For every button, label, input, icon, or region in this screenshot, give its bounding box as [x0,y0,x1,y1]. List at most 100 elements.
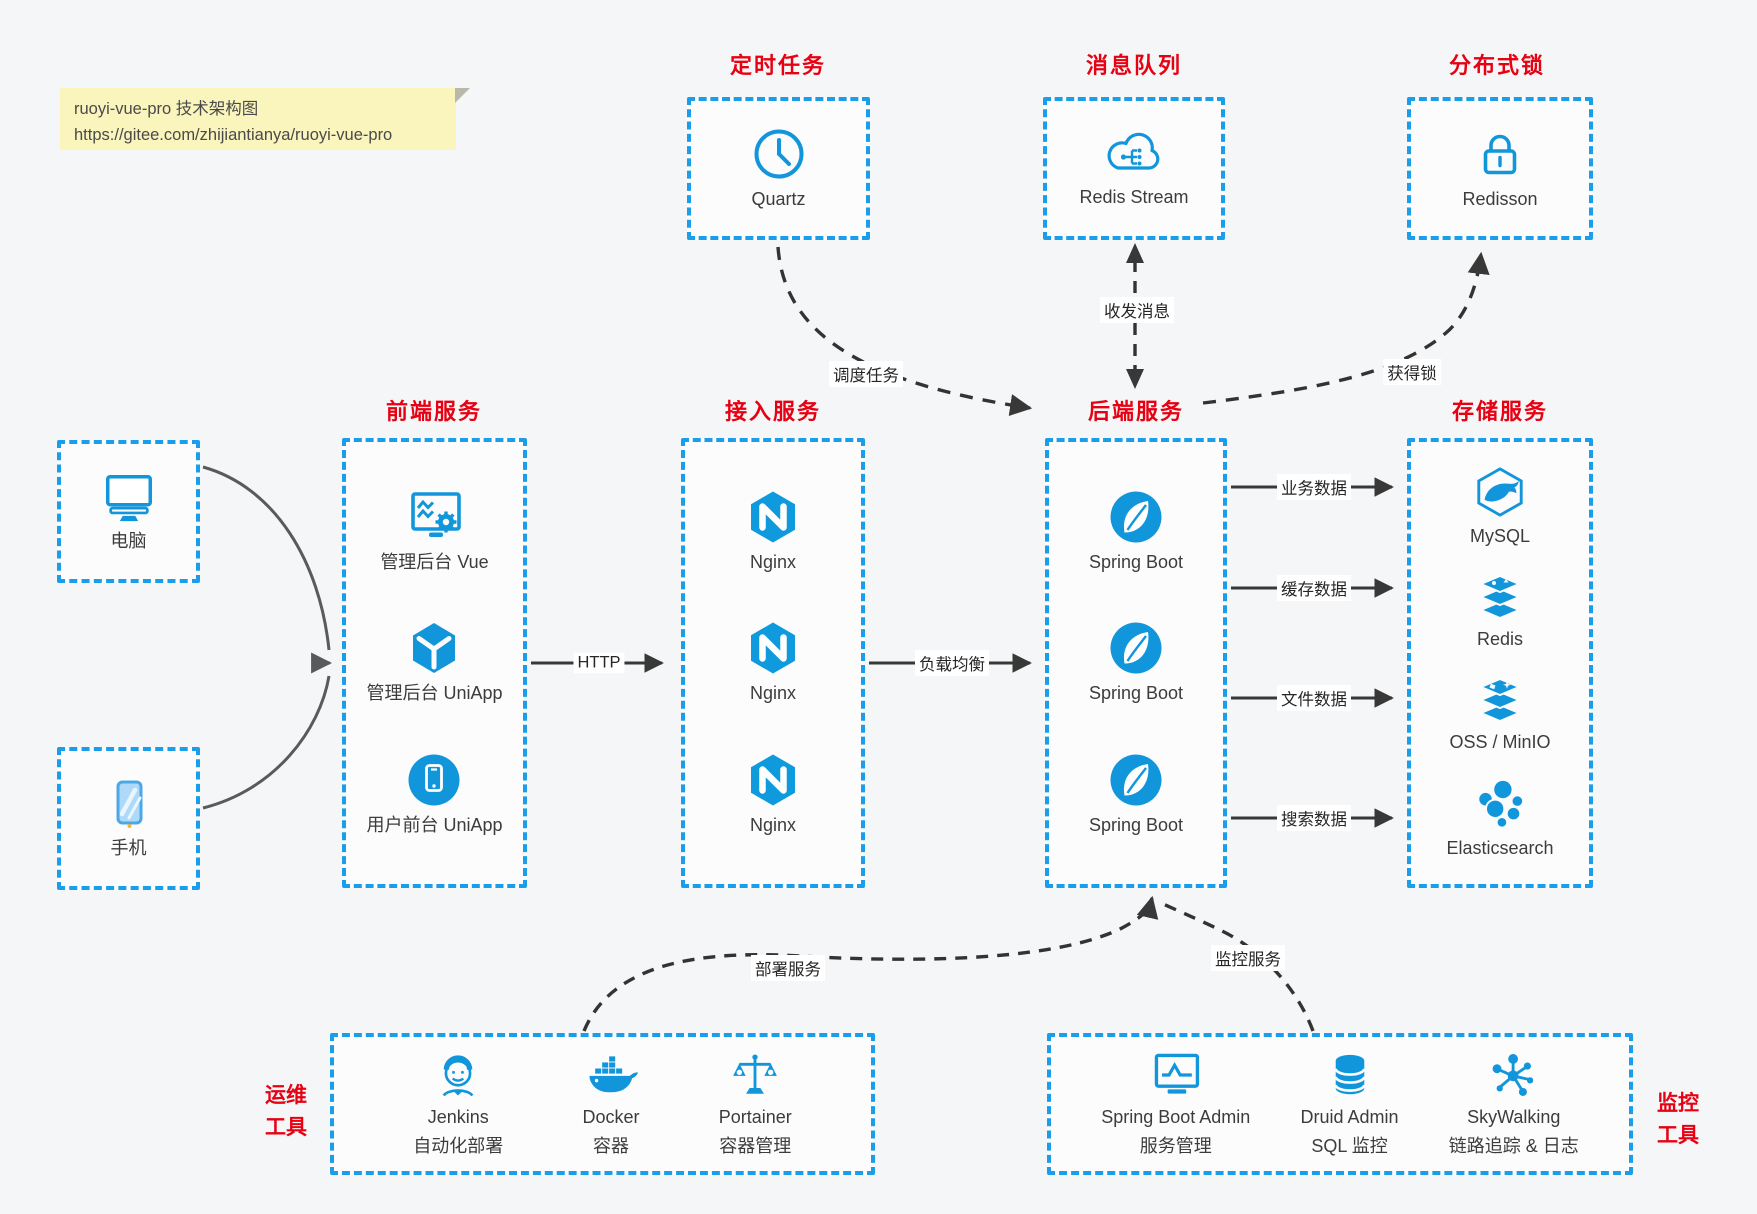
item-label: Nginx [749,683,797,704]
mysql-item: MySQL [1470,465,1530,548]
item-label: Nginx [749,815,797,836]
springboot-item-2: Spring Boot [1089,620,1183,705]
title-backend: 后端服务 [1087,399,1185,424]
acquire-lock-label: 获得锁 [1383,359,1441,385]
search-data-label: 搜索数据 [1277,805,1351,831]
item-label: Spring Boot [1088,815,1184,836]
http-label: HTTP [573,652,625,674]
item-sublabel: SQL 监控 [1311,1136,1388,1156]
schedule-task-label: 调度任务 [829,361,903,387]
oss-minio-icon [1478,677,1522,722]
title-distributed-lock: 分布式锁 [1448,53,1546,78]
mysql-icon [1477,467,1523,518]
nginx-item-1: Nginx [745,489,801,574]
item-sublabel: 链路追踪 & 日志 [1448,1136,1579,1156]
item-label: Docker [582,1106,640,1127]
note-url: https://gitee.com/zhijiantianya/ruoyi-vu… [74,126,393,145]
admin-vue-icon [410,491,461,537]
item-sublabel: 容器管理 [719,1136,792,1156]
file-data-label: 文件数据 [1277,685,1351,711]
title-message-queue: 消息队列 [1085,53,1183,78]
note-fold-corner [455,88,470,103]
quartz-box: Quartz [687,97,870,240]
item-label: Jenkins [427,1106,489,1127]
springboot-item-3: Spring Boot [1089,752,1183,837]
frontend-box: 管理后台 Vue 管理后台 UniApp 用户前台 UniApp [342,438,527,888]
skywalking-item: SkyWalking 链路追踪 & 日志 [1449,1050,1579,1159]
nginx-item-3: Nginx [745,752,801,837]
item-label: 用户前台 UniApp [366,815,503,836]
oss-minio-item: OSS / MinIO [1449,675,1551,754]
item-label: 管理后台 UniApp [366,683,503,704]
backend-box: Spring Boot Spring Boot Spring Boot [1045,438,1227,888]
item-label: Quartz [751,188,806,209]
title-ops-line2: 工具 [265,1115,307,1139]
redis-icon [1478,574,1522,620]
access-box: Nginx Nginx Nginx [681,438,865,888]
uniapp-cube-icon [413,623,456,674]
cache-data-label: 缓存数据 [1277,575,1351,601]
deploy-label: 部署服务 [751,955,825,981]
redis-stream-box: Redis Stream [1043,97,1225,240]
title-frontend: 前端服务 [385,399,483,424]
portainer-item: Portainer 容器管理 [719,1050,792,1159]
title-monitor-tools: 监控 工具 [1642,1088,1714,1151]
druid-item: Druid Admin SQL 监控 [1301,1050,1399,1159]
title-access: 接入服务 [724,399,822,424]
item-sublabel: 服务管理 [1139,1136,1212,1156]
item-sublabel: 容器 [592,1136,629,1156]
redisson-item: Redisson [1462,126,1538,211]
jenkins-item: Jenkins 自动化部署 [413,1050,503,1159]
jenkins-icon [442,1055,474,1097]
phone-box: 手机 [57,747,200,890]
computer-item: 电脑 [100,470,158,553]
title-monitor-line1: 监控 [1657,1092,1699,1115]
spring-boot-icon [1110,754,1162,806]
portainer-icon [733,1054,778,1094]
redisson-box: Redisson [1407,97,1593,240]
elasticsearch-icon [1477,779,1525,829]
title-storage: 存储服务 [1451,399,1549,424]
monitor-label: 监控服务 [1211,945,1285,971]
load-balance-label: 负载均衡 [915,650,989,676]
lock-icon [1483,134,1517,175]
storage-box: MySQL Redis OSS / MinIO [1407,438,1593,888]
user-app-icon [408,754,460,806]
ops-tools-box: Jenkins 自动化部署 Docker 容器 [330,1033,875,1175]
item-sublabel: 自动化部署 [413,1136,504,1156]
item-label: MySQL [1469,526,1530,547]
springboot-item-1: Spring Boot [1089,489,1183,574]
item-label: Nginx [749,551,797,572]
item-label: SkyWalking [1467,1106,1561,1127]
item-label: OSS / MinIO [1449,731,1551,752]
nginx-icon [751,754,795,806]
desktop-icon [105,474,152,522]
druid-icon [1333,1054,1366,1094]
sba-icon [1154,1053,1199,1094]
note-title: ruoyi-vue-pro 技术架构图 [74,100,259,118]
item-label: Spring Boot [1088,551,1184,572]
title-ops-tools: 运维 工具 [250,1080,322,1143]
phone-item: 手机 [101,777,157,860]
item-label: Redisson [1462,188,1538,209]
client-to-frontend-connector [202,465,333,810]
redis-stream-item: Redis Stream [1079,128,1189,209]
sticky-note: ruoyi-vue-pro 技术架构图 https://gitee.com/zh… [60,88,470,150]
smartphone-icon [116,780,142,828]
send-receive-label: 收发消息 [1100,297,1174,323]
clock-icon [754,129,803,179]
title-monitor-line2: 工具 [1657,1123,1699,1147]
item-label: 管理后台 Vue [380,551,489,572]
user-uniapp-item: 用户前台 UniApp [366,752,503,837]
item-label: Spring Boot [1088,683,1184,704]
docker-item: Docker 容器 [582,1050,639,1159]
sba-item: Spring Boot Admin 服务管理 [1101,1050,1250,1159]
skywalking-icon [1492,1053,1533,1096]
cloud-stream-icon [1107,132,1160,170]
deploy-connector [582,895,1159,1032]
business-data-label: 业务数据 [1277,474,1351,500]
monitor-tools-box: Spring Boot Admin 服务管理 Druid Admin SQL 监… [1047,1033,1633,1175]
title-ops-line1: 运维 [265,1084,307,1107]
item-label: 手机 [110,837,147,858]
item-label: Spring Boot Admin [1101,1106,1251,1127]
